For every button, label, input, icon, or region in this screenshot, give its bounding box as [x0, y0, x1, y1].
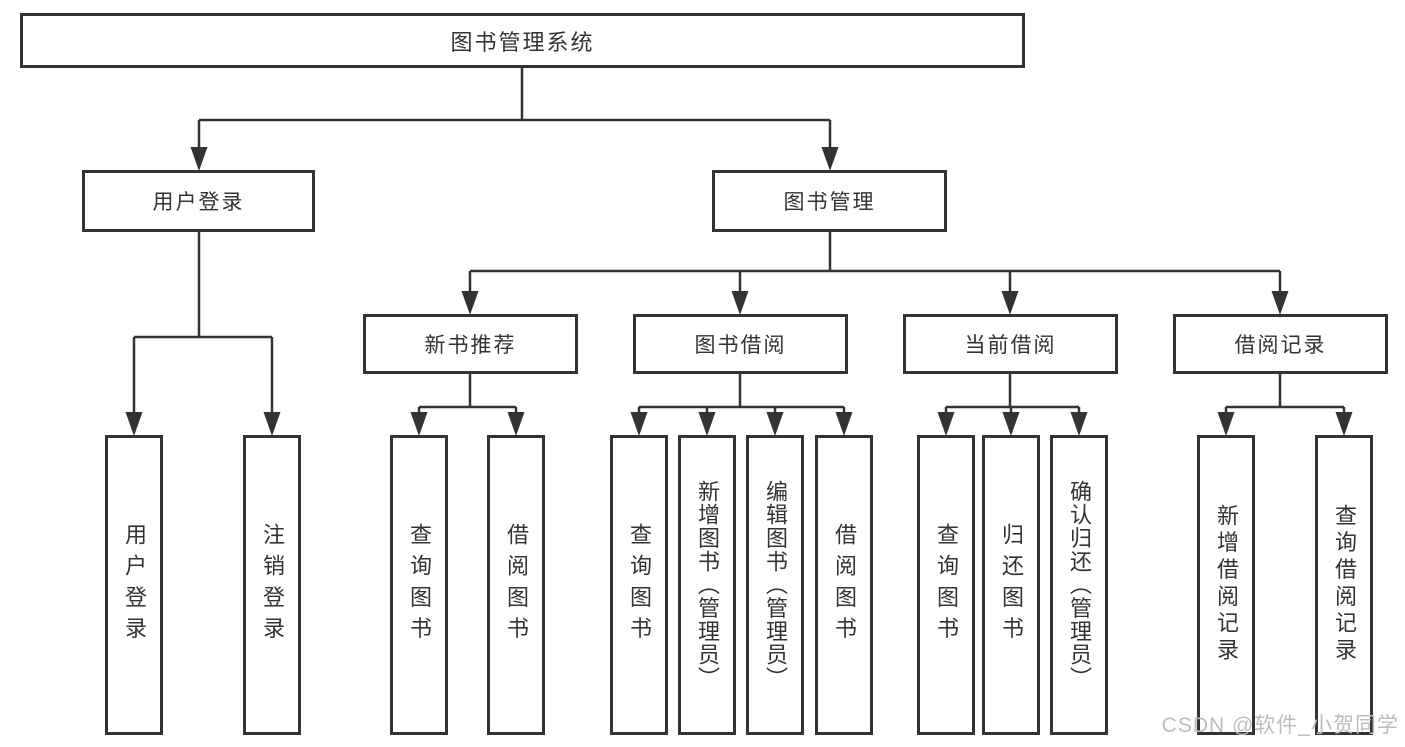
leaf-bb-add-books-admin: 新增图书（管理员）: [678, 435, 736, 735]
leaf-bb-query-books: 查询图书: [610, 435, 668, 735]
leaf-cb-confirm-return-admin-label: 确认归还（管理员）: [1067, 480, 1092, 690]
leaf-br-add-record-label: 新增借阅记录: [1214, 504, 1239, 666]
leaf-bb-borrow-books-label: 借阅图书: [832, 522, 857, 648]
leaf-cb-query-books-label: 查询图书: [934, 522, 959, 648]
leaf-cb-return-books-label: 归还图书: [999, 522, 1024, 648]
node-book-borrowing-label: 图书借阅: [694, 334, 787, 357]
csdn-watermark: CSDN @软件_小贺同学: [1161, 714, 1399, 737]
leaf-logout-label: 注销登录: [260, 522, 285, 648]
node-root: 图书管理系统: [20, 13, 1025, 68]
node-new-book-recommend: 新书推荐: [363, 314, 578, 374]
node-current-borrowing-label: 当前借阅: [964, 334, 1057, 357]
leaf-cb-query-books: 查询图书: [917, 435, 975, 735]
leaf-bb-query-books-label: 查询图书: [627, 522, 652, 648]
leaf-user-login-label: 用户登录: [122, 522, 147, 648]
leaf-br-add-record: 新增借阅记录: [1197, 435, 1255, 735]
leaf-bb-edit-books-admin-label: 编辑图书（管理员）: [763, 480, 788, 690]
node-root-label: 图书管理系统: [450, 29, 595, 55]
leaf-cb-return-books: 归还图书: [982, 435, 1040, 735]
leaf-nb-query-books: 查询图书: [390, 435, 448, 735]
node-borrowing-records: 借阅记录: [1173, 314, 1388, 374]
node-book-management-label: 图书管理: [783, 191, 876, 214]
leaf-bb-borrow-books: 借阅图书: [815, 435, 873, 735]
node-book-borrowing: 图书借阅: [633, 314, 848, 374]
node-book-management: 图书管理: [712, 170, 947, 232]
leaf-cb-confirm-return-admin: 确认归还（管理员）: [1050, 435, 1108, 735]
node-current-borrowing: 当前借阅: [903, 314, 1118, 374]
node-borrowing-records-label: 借阅记录: [1234, 334, 1327, 357]
leaf-nb-borrow-books: 借阅图书: [487, 435, 545, 735]
node-new-book-recommend-label: 新书推荐: [424, 334, 517, 357]
leaf-user-login: 用户登录: [105, 435, 163, 735]
leaf-br-query-record-label: 查询借阅记录: [1332, 504, 1357, 666]
leaf-logout: 注销登录: [243, 435, 301, 735]
leaf-nb-borrow-books-label: 借阅图书: [504, 522, 529, 648]
leaf-nb-query-books-label: 查询图书: [407, 522, 432, 648]
node-user-login-label: 用户登录: [152, 191, 245, 214]
leaf-bb-add-books-admin-label: 新增图书（管理员）: [695, 480, 720, 690]
leaf-br-query-record: 查询借阅记录: [1315, 435, 1373, 735]
node-user-login: 用户登录: [82, 170, 315, 232]
leaf-bb-edit-books-admin: 编辑图书（管理员）: [746, 435, 804, 735]
